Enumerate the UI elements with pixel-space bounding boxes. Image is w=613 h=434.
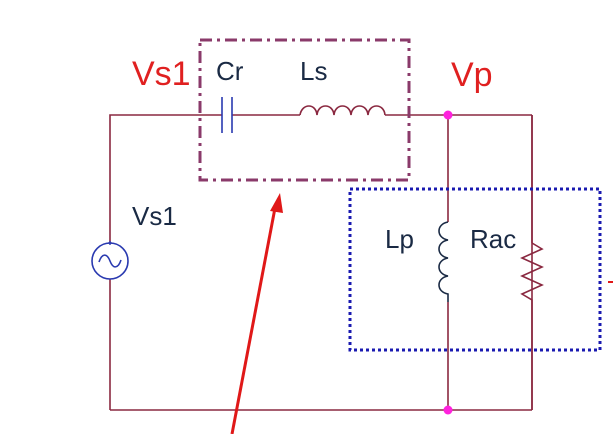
annotation-arrow xyxy=(230,193,283,434)
label-vs1-source: Vs1 xyxy=(132,201,177,231)
node-bottom xyxy=(443,405,453,415)
node-vp-top xyxy=(443,110,453,120)
resistor-rac xyxy=(520,242,544,410)
circuit-wires xyxy=(109,114,533,411)
label-ls: Ls xyxy=(300,56,328,86)
inductor-lp xyxy=(438,221,449,302)
ac-source-vs1 xyxy=(91,241,129,280)
label-cr: Cr xyxy=(216,56,244,86)
label-vp: Vp xyxy=(451,56,493,94)
inductor-ls xyxy=(299,105,386,116)
capacitor-cr xyxy=(221,97,233,133)
label-rac: Rac xyxy=(470,224,517,254)
label-vs1-top: Vs1 xyxy=(132,55,191,93)
label-lp: Lp xyxy=(385,224,414,254)
parallel-load-group-box xyxy=(348,187,602,352)
left-wire-top xyxy=(109,114,222,250)
series-resonant-group-box xyxy=(198,38,411,182)
